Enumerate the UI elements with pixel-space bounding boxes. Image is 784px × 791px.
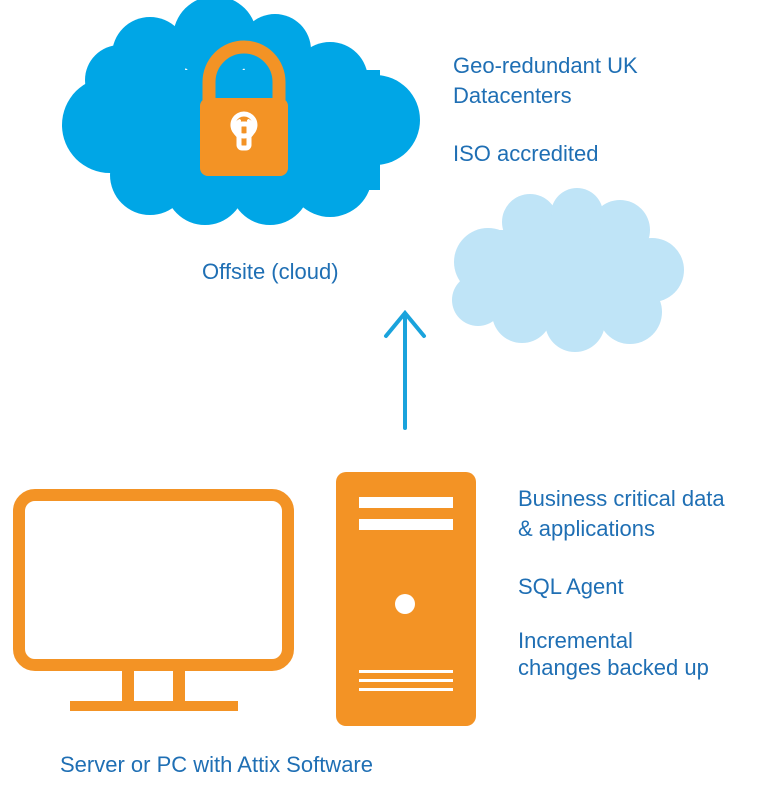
local-label: Server or PC with Attix Software	[60, 752, 373, 777]
cloud-label: Offsite (cloud)	[202, 259, 339, 284]
local-feature-incremental-line1: Incremental	[518, 628, 633, 653]
padlock-icon	[200, 40, 288, 176]
cloud-feature-datacenters: Datacenters	[453, 83, 572, 108]
cloud-feature-geo-redundant: Geo-redundant UK	[453, 53, 638, 78]
local-feature-critical-line2: & applications	[518, 516, 655, 541]
cloud-feature-iso: ISO accredited	[453, 141, 599, 166]
local-feature-sql-agent: SQL Agent	[518, 574, 624, 599]
upload-arrow-icon	[384, 309, 426, 430]
secondary-cloud-icon	[452, 188, 684, 352]
local-feature-critical-line1: Business critical data	[518, 486, 725, 511]
monitor-icon	[13, 489, 294, 711]
local-feature-incremental-line2: changes backed up	[518, 655, 709, 680]
server-tower-icon	[336, 472, 476, 726]
